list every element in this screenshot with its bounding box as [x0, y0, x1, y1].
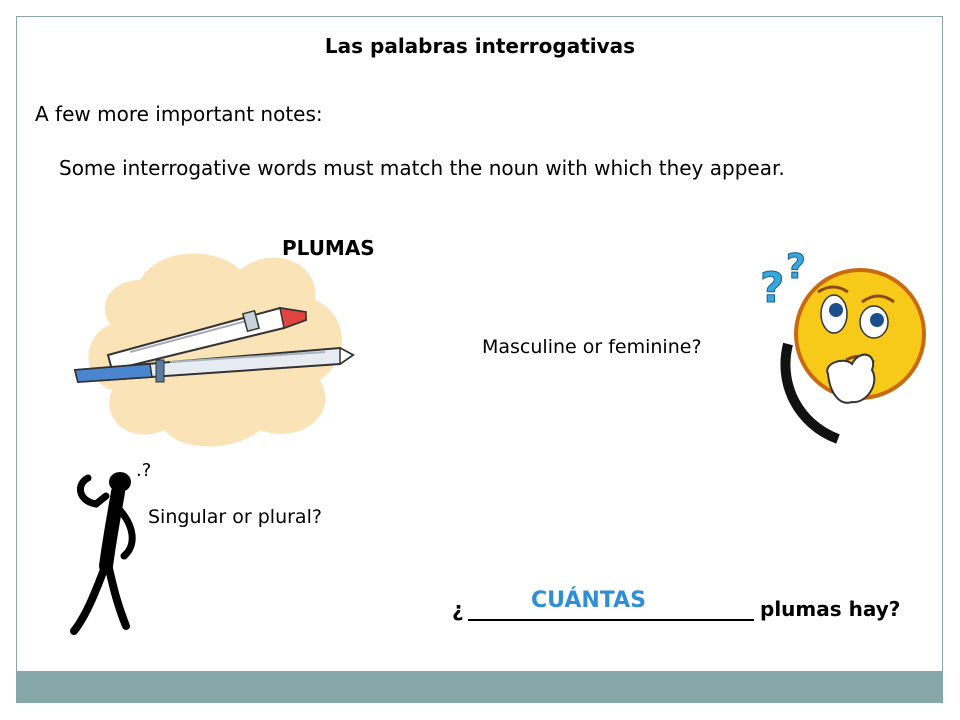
number-question: Singular or plural? — [148, 506, 322, 528]
question-mark-icon: ? — [786, 247, 806, 287]
noun-label: PLUMAS — [282, 236, 375, 260]
question-mark-icon: ? — [760, 263, 784, 312]
thinking-smiley-image: ? ? — [760, 247, 926, 444]
answer-word: CUÁNTAS — [531, 588, 646, 613]
thinking-figure-image: .? — [70, 460, 151, 635]
slide-title: Las palabras interrogativas — [324, 34, 636, 58]
pen-front — [73, 346, 355, 384]
sentence-question-open: ¿ — [452, 597, 464, 621]
subtitle: A few more important notes: — [35, 102, 323, 126]
answer-blank-line — [468, 619, 754, 621]
pen-back — [106, 306, 308, 372]
question-mark-icon: .? — [136, 460, 151, 481]
sentence-question-close: plumas hay? — [760, 597, 901, 621]
pens-image — [73, 253, 355, 447]
pens-cloud-background — [88, 253, 342, 447]
note-text: Some interrogative words must match the … — [59, 156, 785, 180]
gender-question: Masculine or feminine? — [482, 336, 702, 358]
slide-footer-bar — [16, 671, 943, 703]
